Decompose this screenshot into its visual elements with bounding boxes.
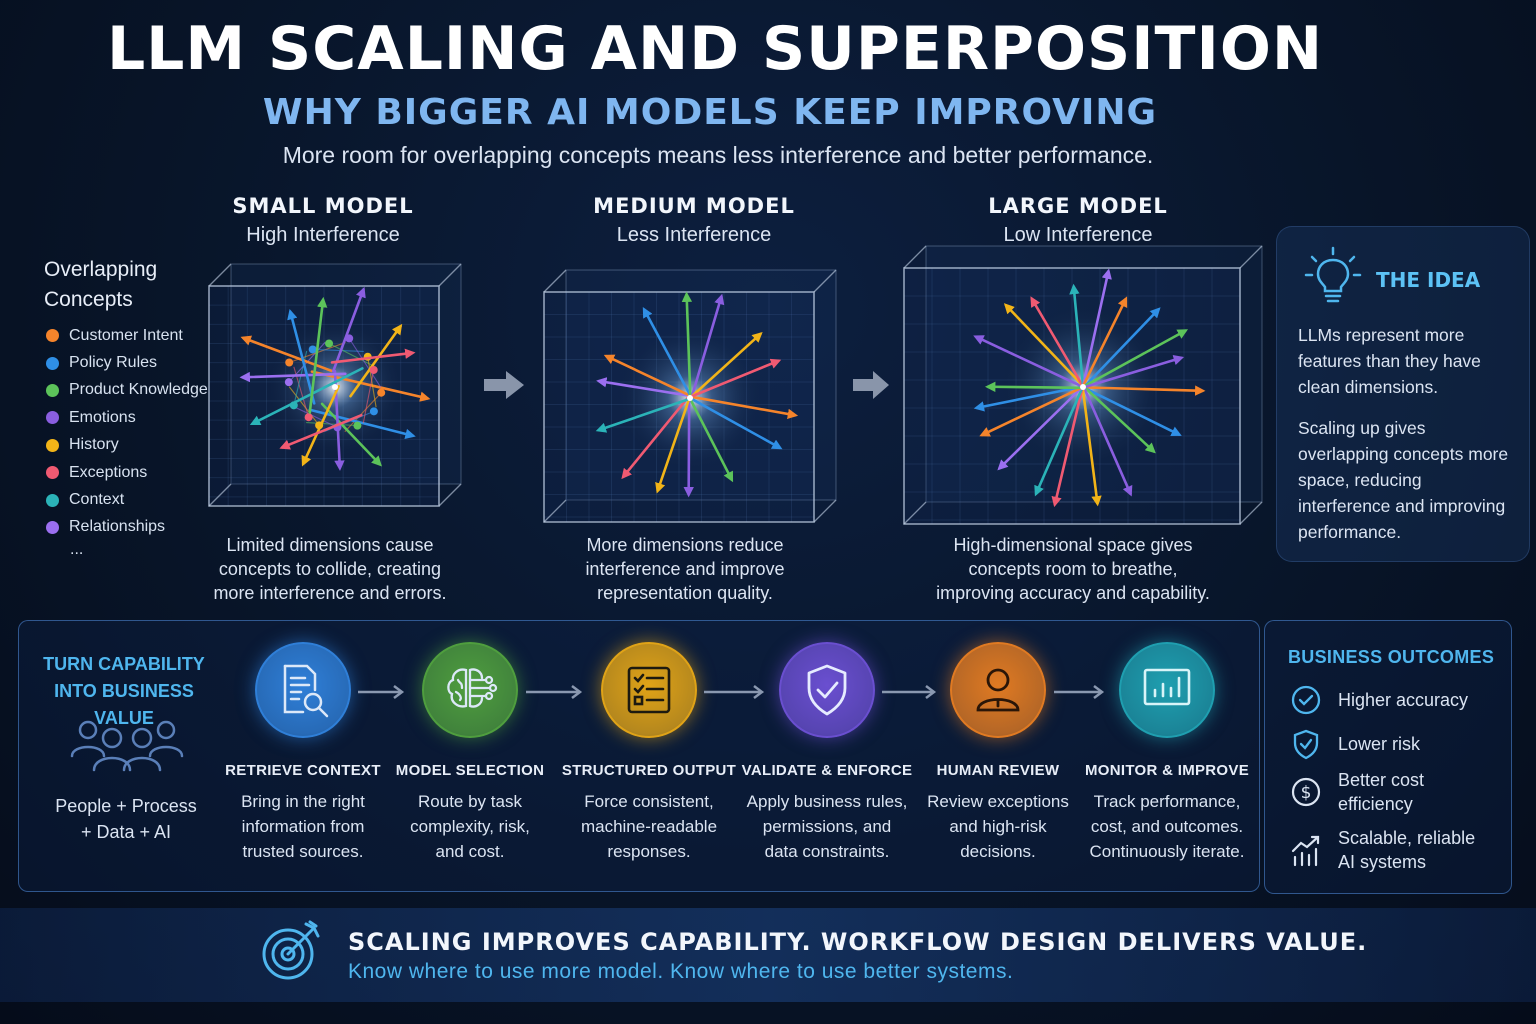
- idea-paragraph-1: LLMs represent more features than they h…: [1298, 325, 1481, 397]
- legend-title: Overlapping Concepts: [44, 258, 158, 311]
- large-model-cube: [903, 245, 1263, 525]
- step-icon-circle: [1119, 642, 1215, 738]
- outcome-item: Higher accuracy: [1290, 684, 1468, 716]
- legend-dot: [46, 383, 59, 397]
- legend-dot: [46, 438, 59, 452]
- workflow-title: TURN CAPABILITY INTO BUSINESS VALUE: [43, 654, 205, 728]
- step-human-review: HUMAN REVIEW Review exceptions and high-…: [908, 642, 1088, 864]
- footer-banner: [0, 908, 1536, 1002]
- arrow-right-icon: [882, 685, 937, 699]
- page-subtitle: WHY BIGGER AI MODELS KEEP IMPROVING: [262, 92, 1158, 133]
- target-icon: [262, 920, 320, 980]
- growth-chart-icon: [1291, 835, 1320, 867]
- medium-model-header: MEDIUM MODEL Less Interference: [593, 194, 795, 246]
- legend-dot: [46, 520, 59, 534]
- shield-check-icon: [1293, 729, 1319, 760]
- step-icon-circle: [779, 642, 875, 738]
- step-validate-enforce: VALIDATE & ENFORCE Apply business rules,…: [737, 642, 917, 864]
- person-icon: [976, 668, 1020, 712]
- legend-item: Product Knowledge: [46, 377, 208, 404]
- arrow-right-icon: [484, 371, 524, 399]
- check-circle-icon: [1291, 685, 1321, 715]
- legend-item: Relationships: [46, 514, 208, 541]
- arrow-right-icon: [526, 685, 583, 699]
- step-icon-circle: [422, 642, 518, 738]
- legend-item: Policy Rules: [46, 349, 208, 376]
- legend-item: Exceptions: [46, 459, 208, 486]
- step-structured-output: STRUCTURED OUTPUT Force consistent, mach…: [559, 642, 739, 864]
- legend-dot: [46, 329, 59, 343]
- shield-check-icon: [807, 664, 847, 716]
- legend-item: Emotions: [46, 404, 208, 431]
- idea-paragraph-2: Scaling up gives overlapping concepts mo…: [1298, 418, 1509, 542]
- legend-item: Customer Intent: [46, 322, 208, 349]
- small-model-cube: [208, 263, 462, 507]
- people-icon: [70, 720, 184, 772]
- monitor-chart-icon: [1143, 668, 1191, 706]
- large-model-description: High-dimensional space gives concepts ro…: [936, 535, 1210, 603]
- small-model-description: Limited dimensions cause concepts to col…: [213, 535, 447, 603]
- footer-subline: Know where to use more model. Know where…: [348, 960, 1014, 983]
- legend-item: Context: [46, 486, 208, 513]
- tagline: More room for overlapping concepts means…: [282, 142, 1154, 168]
- brain-circuit-icon: [447, 668, 498, 708]
- medium-model-description: More dimensions reduce interference and …: [585, 535, 785, 603]
- step-icon-circle: [950, 642, 1046, 738]
- legend-dot: [46, 356, 59, 370]
- page-title: LLM SCALING AND SUPERPOSITION: [106, 14, 1324, 84]
- people-process-label: People + Process + Data + AI: [55, 796, 197, 842]
- legend-dot: [46, 466, 59, 480]
- footer-headline: SCALING IMPROVES CAPABILITY. WORKFLOW DE…: [348, 928, 1368, 956]
- arrow-right-icon: [704, 685, 765, 699]
- step-monitor-improve: MONITOR & IMPROVE Track performance, cos…: [1077, 642, 1257, 864]
- svg-text:$: $: [1301, 783, 1312, 803]
- legend-dot: [46, 493, 59, 507]
- dollar-circle-icon: $: [1291, 777, 1321, 807]
- business-outcomes-title: BUSINESS OUTCOMES: [1288, 647, 1495, 667]
- outcome-item: Lower risk: [1290, 728, 1420, 760]
- step-retrieve-context: RETRIEVE CONTEXT Bring in the right info…: [213, 642, 393, 864]
- step-icon-circle: [255, 642, 351, 738]
- document-search-icon: [283, 664, 329, 718]
- arrow-right-icon: [358, 685, 405, 699]
- legend-item: History: [46, 432, 208, 459]
- medium-model-cube: [543, 269, 837, 523]
- large-model-header: LARGE MODEL Low Interference: [988, 194, 1168, 246]
- idea-title: THE IDEA: [1376, 268, 1481, 292]
- small-model-header: SMALL MODEL High Interference: [232, 194, 414, 246]
- lightbulb-icon: [1304, 246, 1362, 303]
- arrow-right-icon: [1054, 685, 1105, 699]
- step-icon-circle: [601, 642, 697, 738]
- checklist-icon: [627, 666, 671, 714]
- step-model-selection: MODEL SELECTION Route by task complexity…: [380, 642, 560, 864]
- legend-more: ...: [70, 541, 84, 559]
- legend-dot: [46, 411, 59, 425]
- arrow-right-icon: [853, 371, 889, 399]
- concept-legend: Customer Intent Policy Rules Product Kno…: [46, 322, 208, 563]
- idea-panel: [1276, 226, 1530, 562]
